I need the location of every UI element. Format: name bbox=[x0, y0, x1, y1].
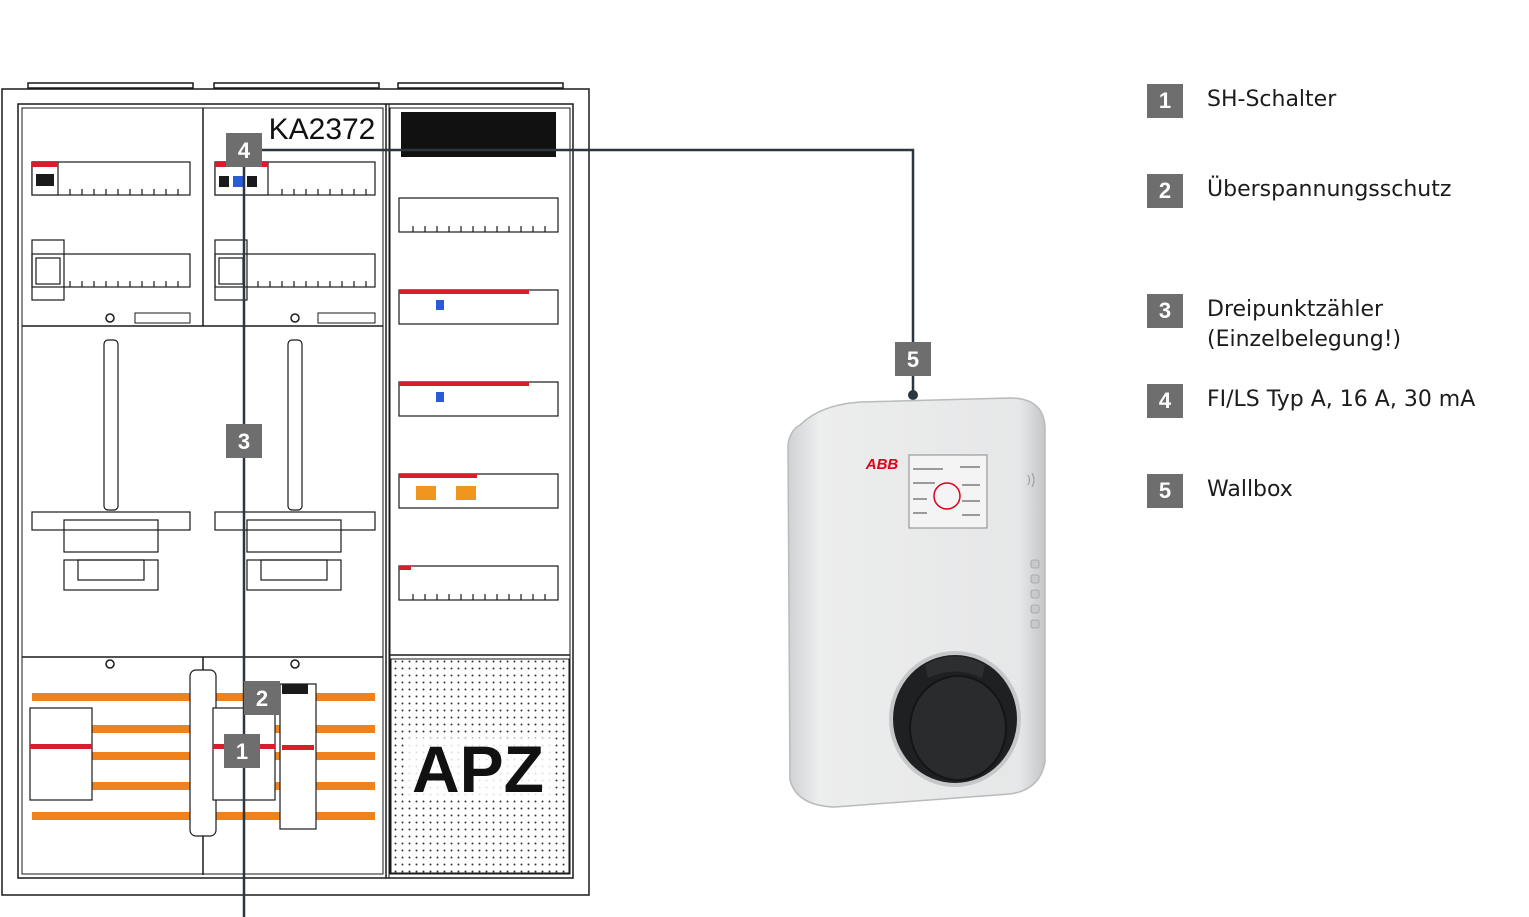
marker-5: 5 bbox=[895, 342, 931, 376]
legend-badge-2: 2 bbox=[1147, 174, 1183, 208]
charging-socket bbox=[893, 655, 1017, 783]
wallbox-status-leds bbox=[1030, 559, 1040, 629]
legend-badge-3: 3 bbox=[1147, 294, 1183, 328]
legend-label-4: FI/LS Typ A, 16 A, 30 mA bbox=[1207, 387, 1476, 412]
apz-label: APZ bbox=[412, 732, 544, 806]
wallbox: ABB bbox=[787, 397, 1046, 808]
meter-cabinet bbox=[1, 82, 590, 896]
marker-3-number: 3 bbox=[238, 429, 250, 454]
cabinet-model-label: KA2372 bbox=[269, 113, 376, 146]
legend-label-5: Wallbox bbox=[1207, 477, 1293, 502]
legend-item-4: 4 FI/LS Typ A, 16 A, 30 mA bbox=[1147, 384, 1475, 418]
legend-item-3: 3 Dreipunktzähler (Einzelbelegung!) bbox=[1147, 294, 1401, 355]
legend-badge-5: 5 bbox=[1147, 474, 1183, 508]
legend-label-1: SH-Schalter bbox=[1207, 87, 1337, 112]
marker-2: 2 bbox=[244, 681, 280, 715]
legend-label-3: Dreipunktzähler (Einzelbelegung!) bbox=[1207, 297, 1402, 352]
marker-4-number: 4 bbox=[238, 138, 251, 163]
marker-2-number: 2 bbox=[256, 686, 268, 711]
marker-5-number: 5 bbox=[907, 347, 919, 372]
legend-badge-1: 1 bbox=[1147, 84, 1183, 118]
meter-plate-left bbox=[31, 339, 191, 591]
legend-item-1: 1 SH-Schalter bbox=[1147, 84, 1336, 118]
wallbox-display bbox=[908, 454, 988, 529]
marker-1-number: 1 bbox=[236, 739, 248, 764]
marker-1: 1 bbox=[224, 734, 260, 768]
meter-plate-right bbox=[214, 339, 376, 591]
rfid-icon bbox=[1027, 472, 1035, 488]
legend-label-2: Überspannungsschutz bbox=[1207, 177, 1452, 202]
legend-item-5: 5 Wallbox bbox=[1147, 474, 1293, 508]
marker-3: 3 bbox=[226, 424, 262, 458]
legend-badge-4: 4 bbox=[1147, 384, 1183, 418]
wallbox-brand-logo: ABB bbox=[865, 456, 899, 473]
marker-4: 4 bbox=[226, 133, 262, 167]
connection-lines bbox=[242, 148, 915, 917]
legend-item-2: 2 Überspannungsschutz bbox=[1147, 174, 1451, 208]
